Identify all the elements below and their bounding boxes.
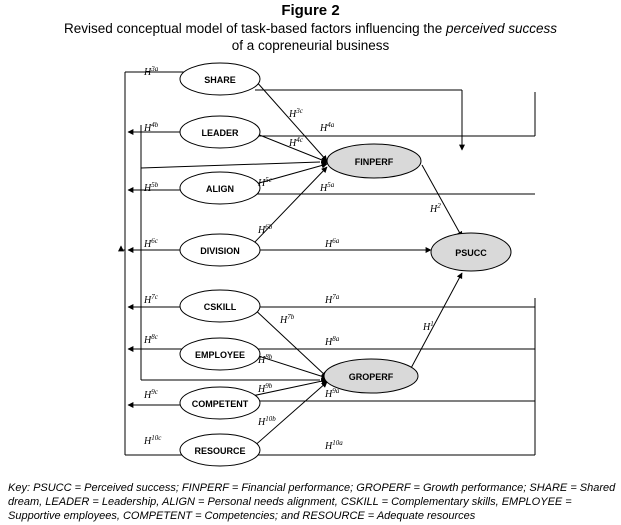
label-share: SHARE [204, 75, 236, 85]
conceptual-model-diagram: SHARE LEADER ALIGN DIVISION CSKILL EMPLO… [118, 62, 536, 467]
label-employee: EMPLOYEE [195, 350, 245, 360]
node-employee [179, 337, 261, 371]
label-division: DIVISION [200, 246, 240, 256]
node-resource [179, 433, 261, 467]
label-align: ALIGN [206, 184, 234, 194]
label-finperf: FINPERF [355, 157, 394, 167]
hyp-h3c: H3c [288, 107, 304, 120]
label-resource: RESOURCE [194, 446, 245, 456]
node-competent [179, 386, 261, 420]
node-leader [179, 115, 261, 149]
hyp-h8a: H8a [324, 335, 340, 348]
hyp-h4b: H4b [143, 121, 159, 134]
predictor-nodes [179, 62, 261, 467]
employee-to-groperf [251, 353, 328, 380]
hyp-h5b: H5b [143, 181, 159, 194]
hyp-h10b: H10b [257, 415, 276, 428]
share-to-finperf [254, 79, 328, 162]
finperf-junction-dot [321, 159, 327, 165]
hyp-h8c: H8c [143, 333, 159, 346]
hyp-h6c: H6c [143, 237, 159, 250]
hyp-h8b: H8b [257, 353, 273, 366]
node-division [179, 233, 261, 267]
hypothesis-labels: H3a H3c H4b H4a H4c H5c H5b H5a H2 H6b H… [143, 65, 441, 452]
hyp-h5c: H5c [257, 176, 273, 189]
figure-title: Figure 2 [281, 2, 340, 19]
node-labels: SHARE LEADER ALIGN DIVISION CSKILL EMPLO… [192, 75, 488, 456]
caption-italic: perceived success [445, 21, 558, 36]
node-align [179, 171, 261, 205]
hyp-h9b: H9b [257, 382, 273, 395]
label-psucc: PSUCC [455, 248, 487, 258]
resource-to-groperf [251, 381, 328, 449]
leader-to-finperf [251, 131, 328, 163]
label-competent: COMPETENT [192, 399, 249, 409]
hyp-h4a: H4a [319, 121, 335, 134]
label-leader: LEADER [201, 128, 239, 138]
groperf-to-psucc [409, 272, 463, 371]
figure-caption: Revised conceptual model of task-based f… [30, 20, 591, 54]
hyp-h10a: H10a [324, 439, 343, 452]
node-finperf [326, 143, 422, 179]
finperf-to-psucc [421, 164, 463, 238]
hyp-h5a: H5a [319, 181, 335, 194]
competent-to-groperf [251, 378, 328, 397]
hyp-h7c: H7c [143, 293, 159, 306]
hyp-h10c: H10c [143, 434, 162, 447]
hyp-h9c: H9c [143, 388, 159, 401]
hyp-h1: H1 [422, 320, 434, 333]
node-share [179, 62, 261, 96]
hyp-h6a: H6a [324, 237, 340, 250]
caption-part2: of a copreneurial business [231, 38, 390, 53]
hyp-h7b: H7b [279, 313, 295, 326]
hyp-h9a: H9a [324, 387, 340, 400]
cskill-to-groperf [251, 306, 328, 378]
hyp-h6b: H6b [257, 223, 273, 236]
hyp-h3a: H3a [143, 65, 159, 78]
hyp-h7a: H7a [324, 293, 340, 306]
figure-key: Key: PSUCC = Perceived success; FINPERF … [8, 482, 616, 522]
label-cskill: CSKILL [204, 302, 237, 312]
node-groperf [323, 358, 419, 394]
node-cskill [179, 289, 261, 323]
outcome-nodes [323, 143, 512, 394]
align-to-finperf [251, 162, 328, 186]
division-to-finperf [251, 166, 328, 246]
label-groperf: GROPERF [349, 372, 394, 382]
hyp-h4c: H4c [288, 136, 304, 149]
caption-part1: Revised conceptual model of task-based f… [63, 21, 446, 36]
hyp-h2: H2 [429, 202, 441, 215]
node-psucc [430, 232, 512, 272]
line-to-finperf [140, 161, 321, 169]
